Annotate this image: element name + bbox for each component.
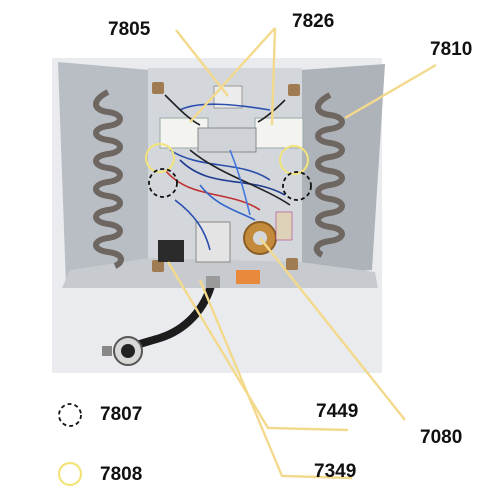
leader-7080 bbox=[259, 237, 406, 421]
circuit-components bbox=[158, 85, 304, 284]
yellow-circle-right bbox=[279, 145, 309, 175]
leader-lines bbox=[166, 27, 437, 480]
label-7805: 7805 bbox=[108, 19, 151, 40]
label-7080: 7080 bbox=[420, 427, 463, 448]
legend-dashed-circle-icon bbox=[58, 403, 82, 427]
dashed-circle-left bbox=[148, 168, 178, 198]
metal-chassis bbox=[58, 62, 385, 288]
heating-coil-left bbox=[93, 89, 124, 269]
wiring bbox=[164, 94, 291, 251]
leader-7449 bbox=[166, 261, 349, 432]
yellow-circle-left bbox=[145, 143, 175, 173]
terminal-posts bbox=[152, 82, 300, 272]
label-7449: 7449 bbox=[316, 401, 359, 422]
label-7349: 7349 bbox=[314, 461, 357, 482]
legend-yellow-circle-icon bbox=[57, 461, 83, 487]
label-7810: 7810 bbox=[430, 39, 473, 60]
leader-7805 bbox=[175, 29, 229, 97]
leader-7349 bbox=[198, 279, 353, 480]
leader-7826-a bbox=[189, 27, 276, 123]
heating-coil-right bbox=[313, 92, 345, 258]
dashed-circle-right bbox=[282, 171, 312, 201]
label-7826: 7826 bbox=[292, 11, 335, 32]
leader-7826-b bbox=[270, 27, 277, 126]
legend-label-7808: 7808 bbox=[100, 464, 143, 485]
legend-label-7807: 7807 bbox=[100, 404, 143, 425]
leader-7810 bbox=[344, 63, 437, 120]
power-cord bbox=[102, 276, 220, 366]
